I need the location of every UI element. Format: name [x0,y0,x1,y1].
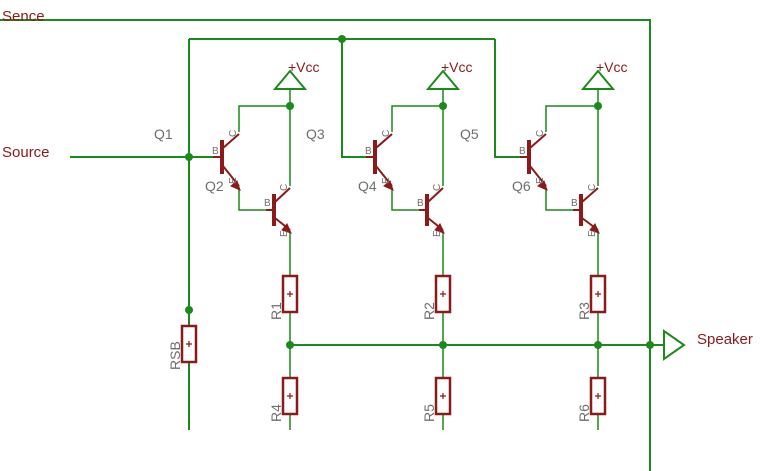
label-q1: Q1 [154,126,173,142]
label-q4: Q4 [358,178,377,194]
wire-s2-q4e-q5b [391,190,419,211]
vcc-symbols: +Vcc +Vcc +Vcc [272,59,628,90]
pin-q2-collector: C [228,130,239,137]
vcc-label-1: +Vcc [288,59,320,75]
wire-bus-to-q3 [341,39,366,158]
transistor-q4 [366,133,394,191]
vcc-arrow-2 [425,69,461,90]
pin-q6-base: B [519,146,526,157]
pin-q6l-collector: C [587,184,598,191]
label-r3: R3 [576,302,592,320]
transistor-q6-lower [573,187,600,234]
wire-bus-to-q5 [494,39,520,158]
resistors [180,274,607,416]
vcc-arrow-3 [580,69,616,90]
pin-q6-collector: C [535,130,546,137]
net-label-source: Source [2,144,50,161]
vcc-label-3: +Vcc [596,59,628,75]
transistor-q2 [213,133,241,191]
label-q2: Q2 [205,178,224,194]
pin-q6l-base: B [571,198,578,209]
label-r5: R5 [421,404,437,422]
net-label-speaker: Speaker [697,331,753,348]
pin-q2l-collector: C [279,184,290,191]
label-r4: R4 [268,404,284,422]
label-q5: Q5 [460,126,479,142]
wire-sense [0,19,651,471]
wire-s1-q2e-q3b [238,190,266,211]
junction-out-1 [286,341,294,349]
transistor-q6 [520,133,548,191]
net-label-sense: Sence [2,8,45,25]
speaker-output-arrow [663,329,686,361]
wire-s2-vcc [391,89,444,186]
net-labels: Sence Source Speaker [2,8,753,348]
pin-q4l-collector: C [432,184,443,191]
junction-out-3 [594,341,602,349]
junction-vcc-2 [439,102,447,110]
junction-bus [338,35,346,43]
component-labels: Q1 Q2 Q3 Q4 Q5 Q6 R1 R2 R3 R4 R5 R6 RSB [154,126,592,422]
junctions [185,35,654,349]
pin-q4-base: B [365,146,372,157]
label-q3: Q3 [306,126,325,142]
vcc-label-2: +Vcc [441,59,473,75]
pin-q2l-base: B [264,198,271,209]
pin-labels: B C E B C E B C E B C E B C E B C E [212,130,598,237]
junction-sense-out [646,341,654,349]
transistor-q4-lower [419,187,445,234]
junction-vcc-3 [594,102,602,110]
pin-q2-base: B [212,146,219,157]
junction-rsb-bottom [185,306,193,314]
wire-s1-vcc [238,89,291,186]
junction-vcc-1 [286,102,294,110]
wire-s3-vcc [545,89,599,186]
pin-q4-emitter: E [381,177,392,184]
pin-q4-collector: C [381,130,392,137]
pin-q4l-base: B [417,198,424,209]
junction-out-2 [439,341,447,349]
label-q6: Q6 [512,178,531,194]
transistor-q2-lower [266,187,292,234]
wire-s3-q6e-q7b [545,190,573,211]
pin-q6-emitter: E [535,177,546,184]
junction-source [185,153,193,161]
label-rsb: RSB [167,341,183,370]
label-r2: R2 [421,302,437,320]
pin-q4l-emitter: E [432,230,443,237]
vcc-arrow-1 [272,69,308,90]
wires [0,19,664,471]
pin-q2-emitter: E [228,177,239,184]
label-r1: R1 [268,302,284,320]
pin-q6l-emitter: E [587,230,598,237]
label-r6: R6 [576,404,592,422]
pin-q2l-emitter: E [279,230,290,237]
